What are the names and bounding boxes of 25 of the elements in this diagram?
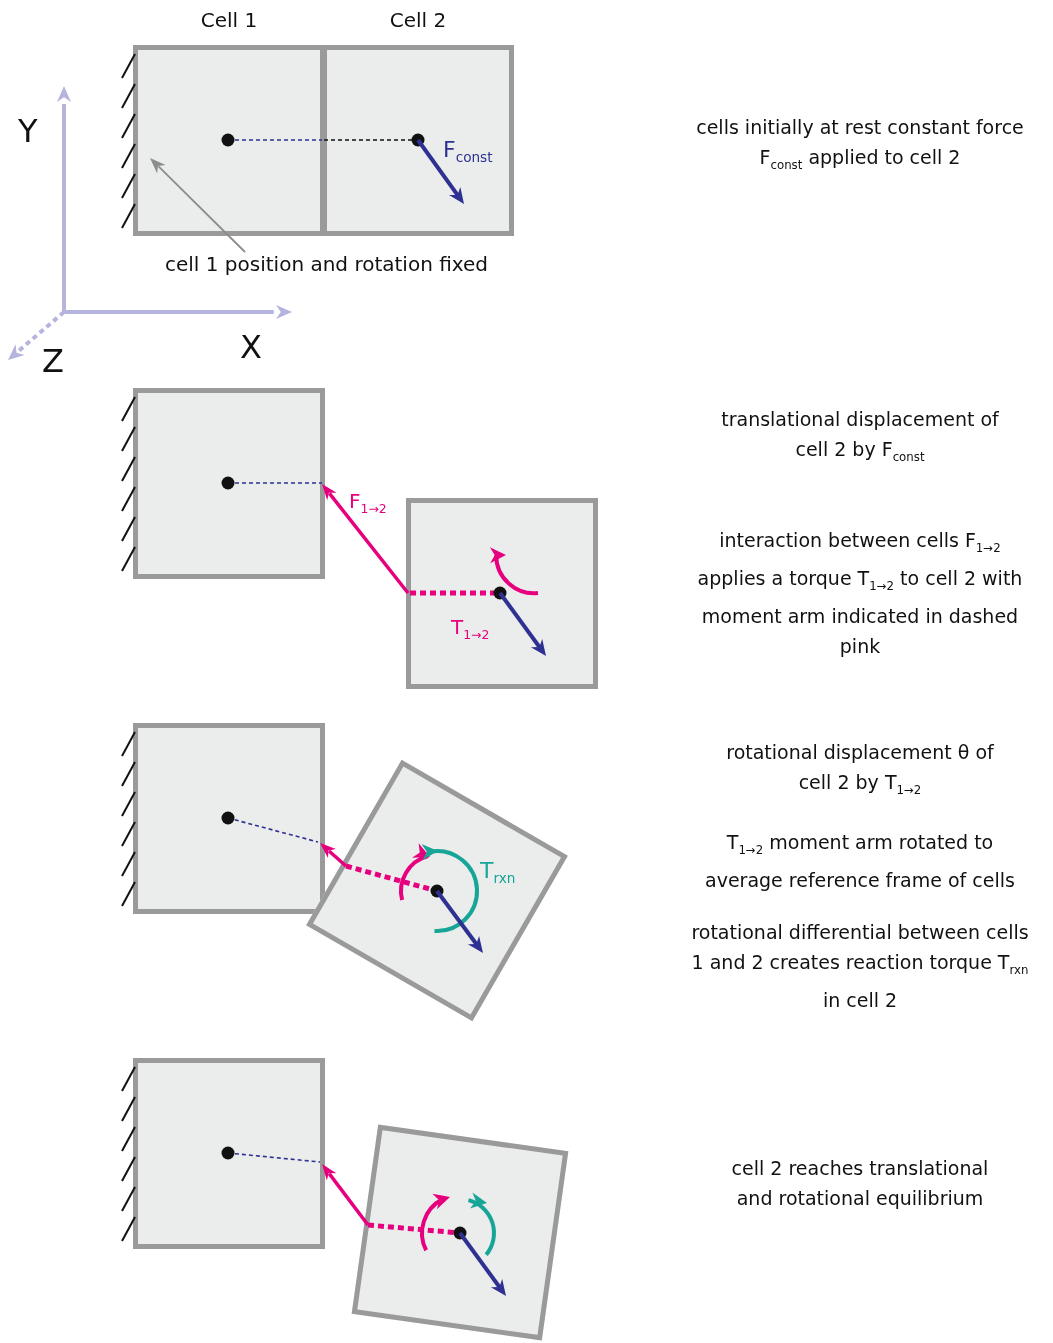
axis-label: Y [18,112,38,150]
cell-label: Cell 1 [199,8,259,32]
cell-square [133,723,325,914]
force-arrow [322,1164,370,1227]
force-arrow [322,484,410,595]
torque-label: T$_{1→2}$ [451,615,490,642]
description-text: cells initially at rest constant force F$_{const}$ applied to cell 2 [695,115,1025,174]
description-text: interaction between cells F$_{1→2}$ applies a torque T$_{1→2}$ to cell 2 with moment arm indicated in dashed pink [696,528,1024,659]
description-text: rotational differential between cells 1 and 2 creates reaction torque T$_{rxn}$ in cell 2 [690,920,1030,1013]
description-text: translational displacement of cell 2 by F$_{const}$ [720,407,1000,466]
axis-label: X [240,328,262,366]
axis-label: Z [42,342,64,380]
description-text: rotational displacement θ of cell 2 by T$_{1→2}$ [725,740,995,799]
cell-label: Cell 2 [388,8,448,32]
force-arrow [320,843,348,868]
leader-line [150,158,246,253]
torque-label: T$_{rxn}$ [480,858,516,887]
cell-square [133,1058,325,1249]
force-label: F$_{const}$ [443,137,493,166]
description-text: T$_{1→2}$ moment arm rotated to average reference frame of cells [704,830,1016,893]
annotation-text: cell 1 position and rotation fixed [165,252,489,276]
edge-label: F$_{1→2}$ [349,488,387,516]
cell-square [406,498,598,689]
description-text: cell 2 reaches translational and rotational equilibrium [730,1156,990,1211]
cell-square [133,388,325,579]
